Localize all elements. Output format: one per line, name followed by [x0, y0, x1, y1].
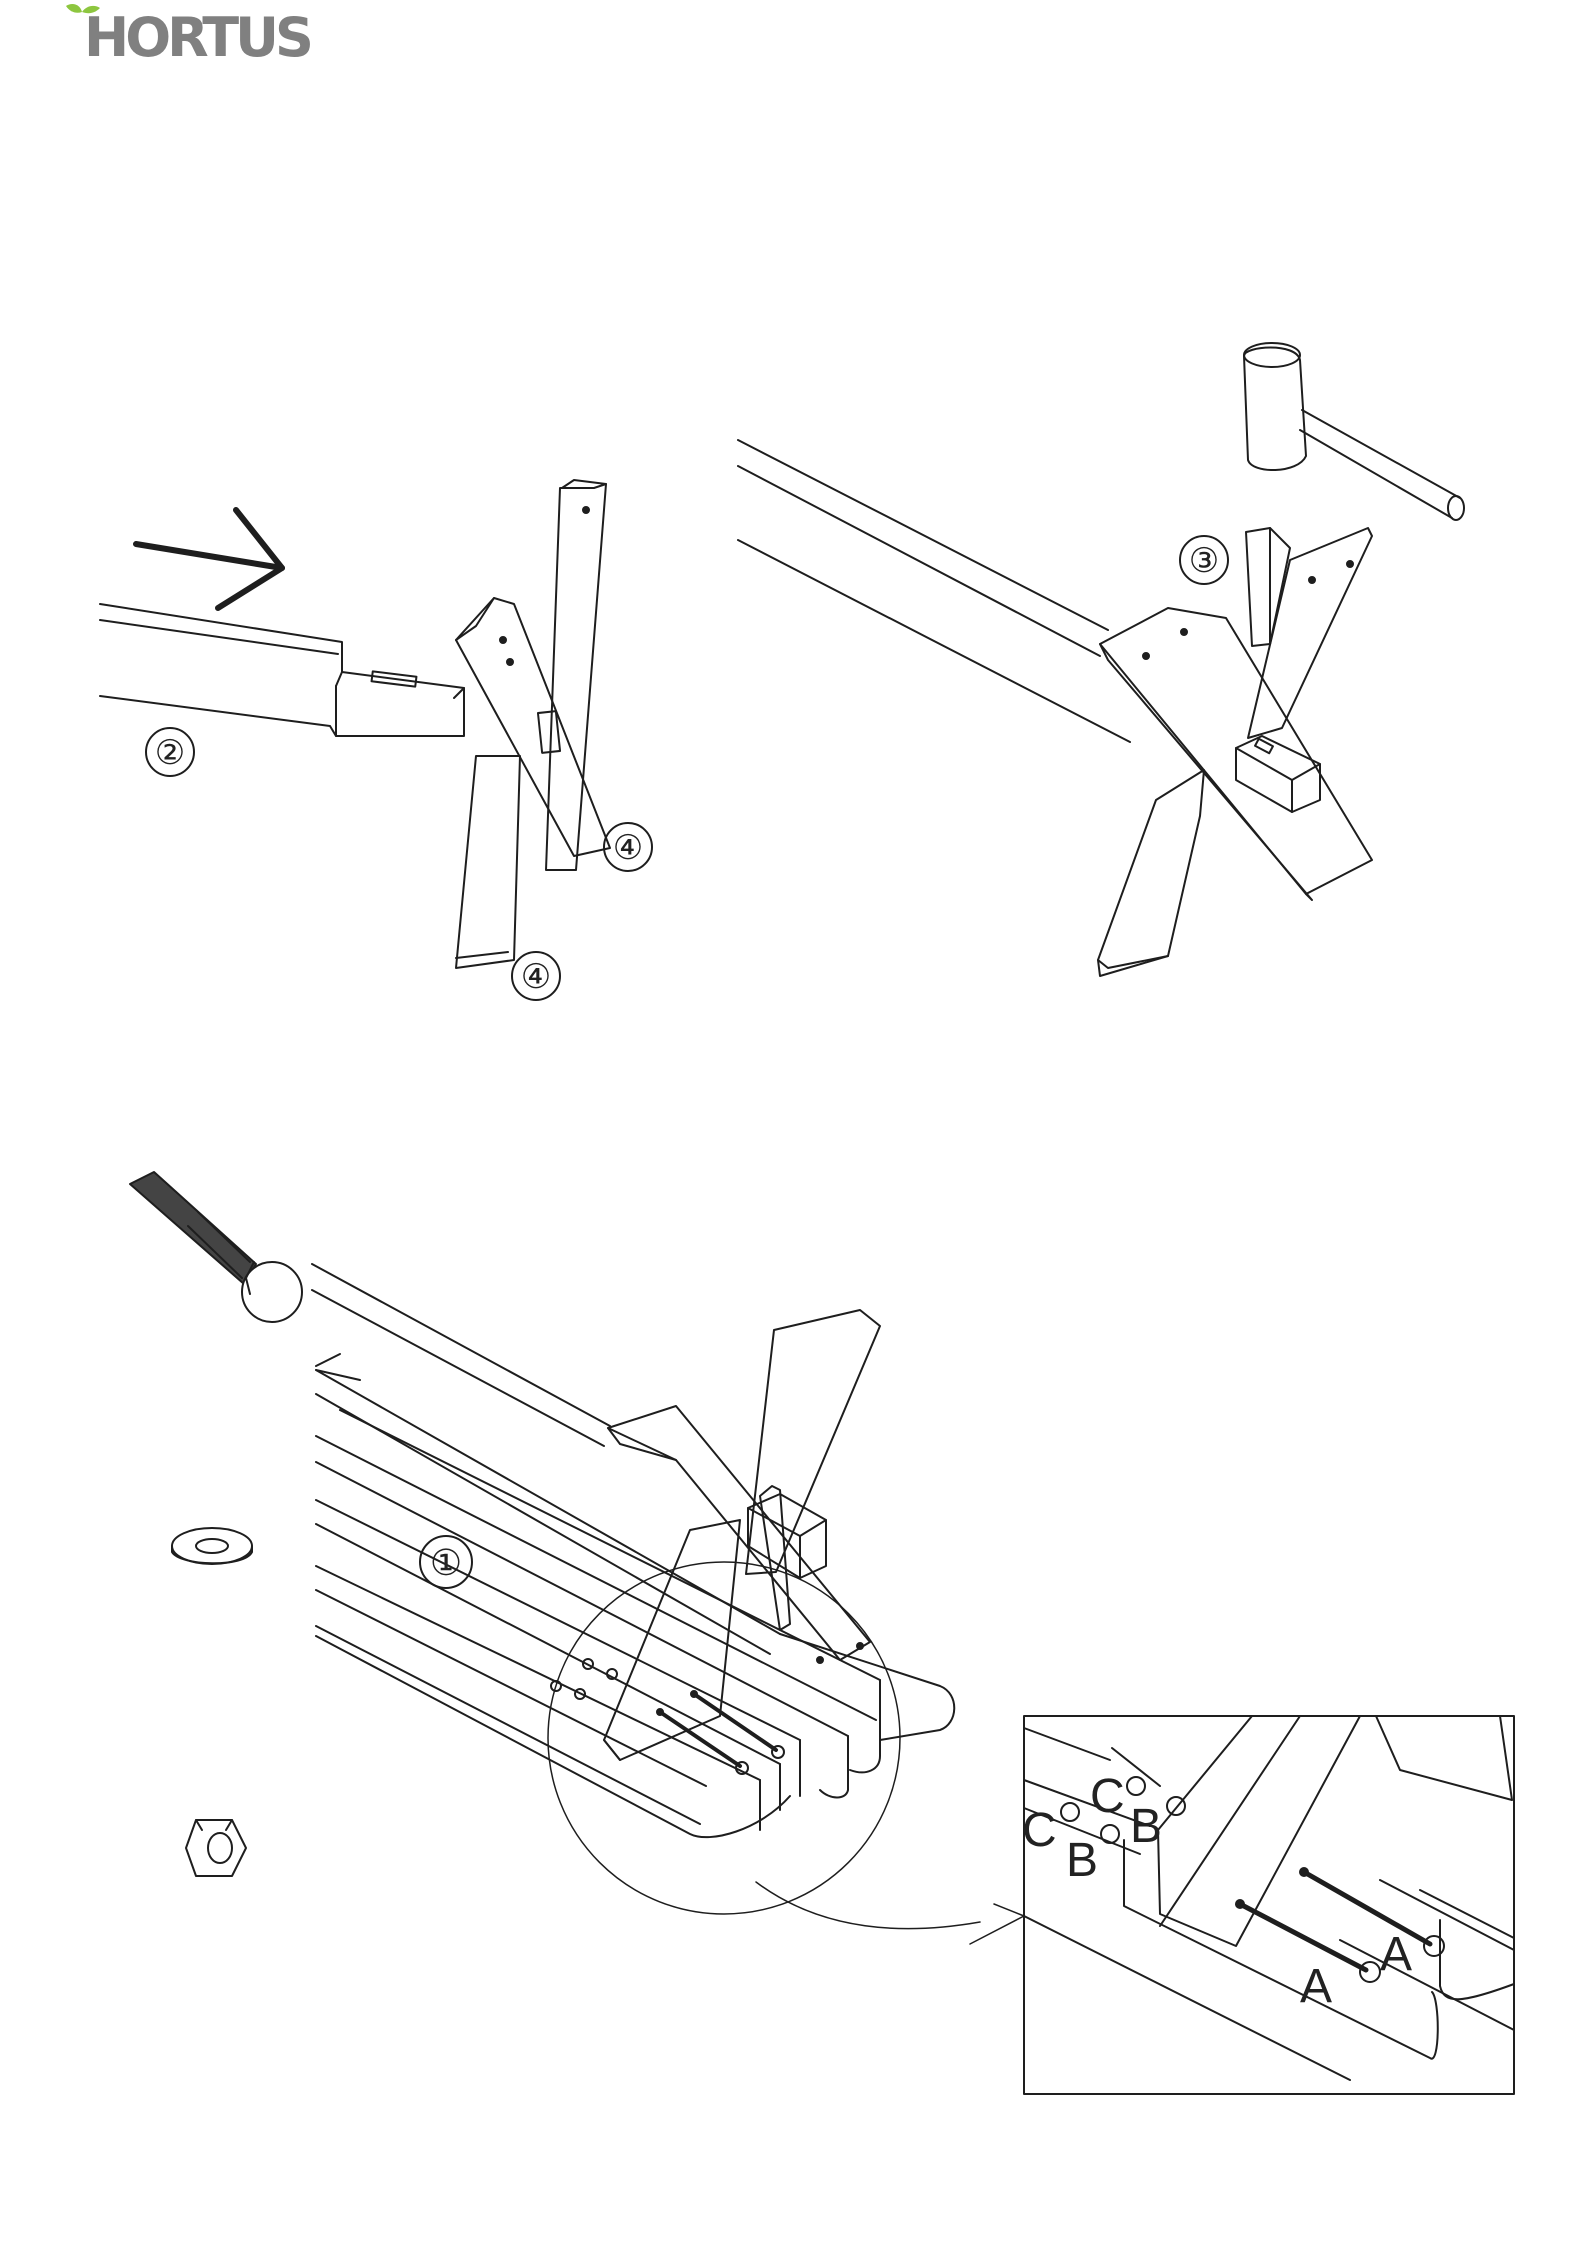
- part-label-1: ①: [420, 1536, 472, 1588]
- seat-bolts: [551, 1659, 784, 1774]
- svg-text:③: ③: [1189, 542, 1219, 580]
- washer-icon: [172, 1528, 252, 1564]
- hex-nut-icon: [186, 1820, 246, 1876]
- direction-arrow-icon: [136, 510, 282, 608]
- label-a-left: A: [1300, 1960, 1332, 2013]
- detail-labels: C B C B A A: [1022, 1770, 1412, 2013]
- part-label-3: ③: [1180, 536, 1228, 584]
- x-leg-assembled: [1098, 528, 1372, 976]
- label-c-top: C: [1090, 1770, 1125, 1823]
- svg-text:②: ②: [155, 734, 185, 772]
- part-label-4-lower: ④: [512, 952, 560, 1000]
- x-leg-part-4: [456, 480, 610, 968]
- mallet-icon: [1244, 343, 1464, 520]
- part-label-2: ②: [146, 728, 194, 776]
- svg-text:④: ④: [613, 829, 643, 867]
- label-c-bottom: C: [1022, 1804, 1057, 1857]
- x-leg-step3: [604, 1310, 880, 1760]
- label-a-right: A: [1380, 1928, 1412, 1981]
- seat-planks-part-1: [316, 1354, 954, 1837]
- label-b-bottom: B: [1066, 1834, 1098, 1887]
- step3-diagram: ①: [130, 1172, 1514, 2094]
- carriage-bolt-icon: [130, 1172, 302, 1322]
- step1-diagram: ② ④ ④: [100, 480, 652, 1000]
- step2-diagram: ③: [738, 343, 1464, 976]
- long-rail: [738, 440, 1130, 742]
- label-b-top: B: [1130, 1800, 1162, 1853]
- part-label-4-upper: ④: [604, 823, 652, 871]
- svg-text:④: ④: [521, 958, 551, 996]
- svg-text:①: ①: [430, 1542, 462, 1583]
- rail-part-2: [100, 604, 464, 736]
